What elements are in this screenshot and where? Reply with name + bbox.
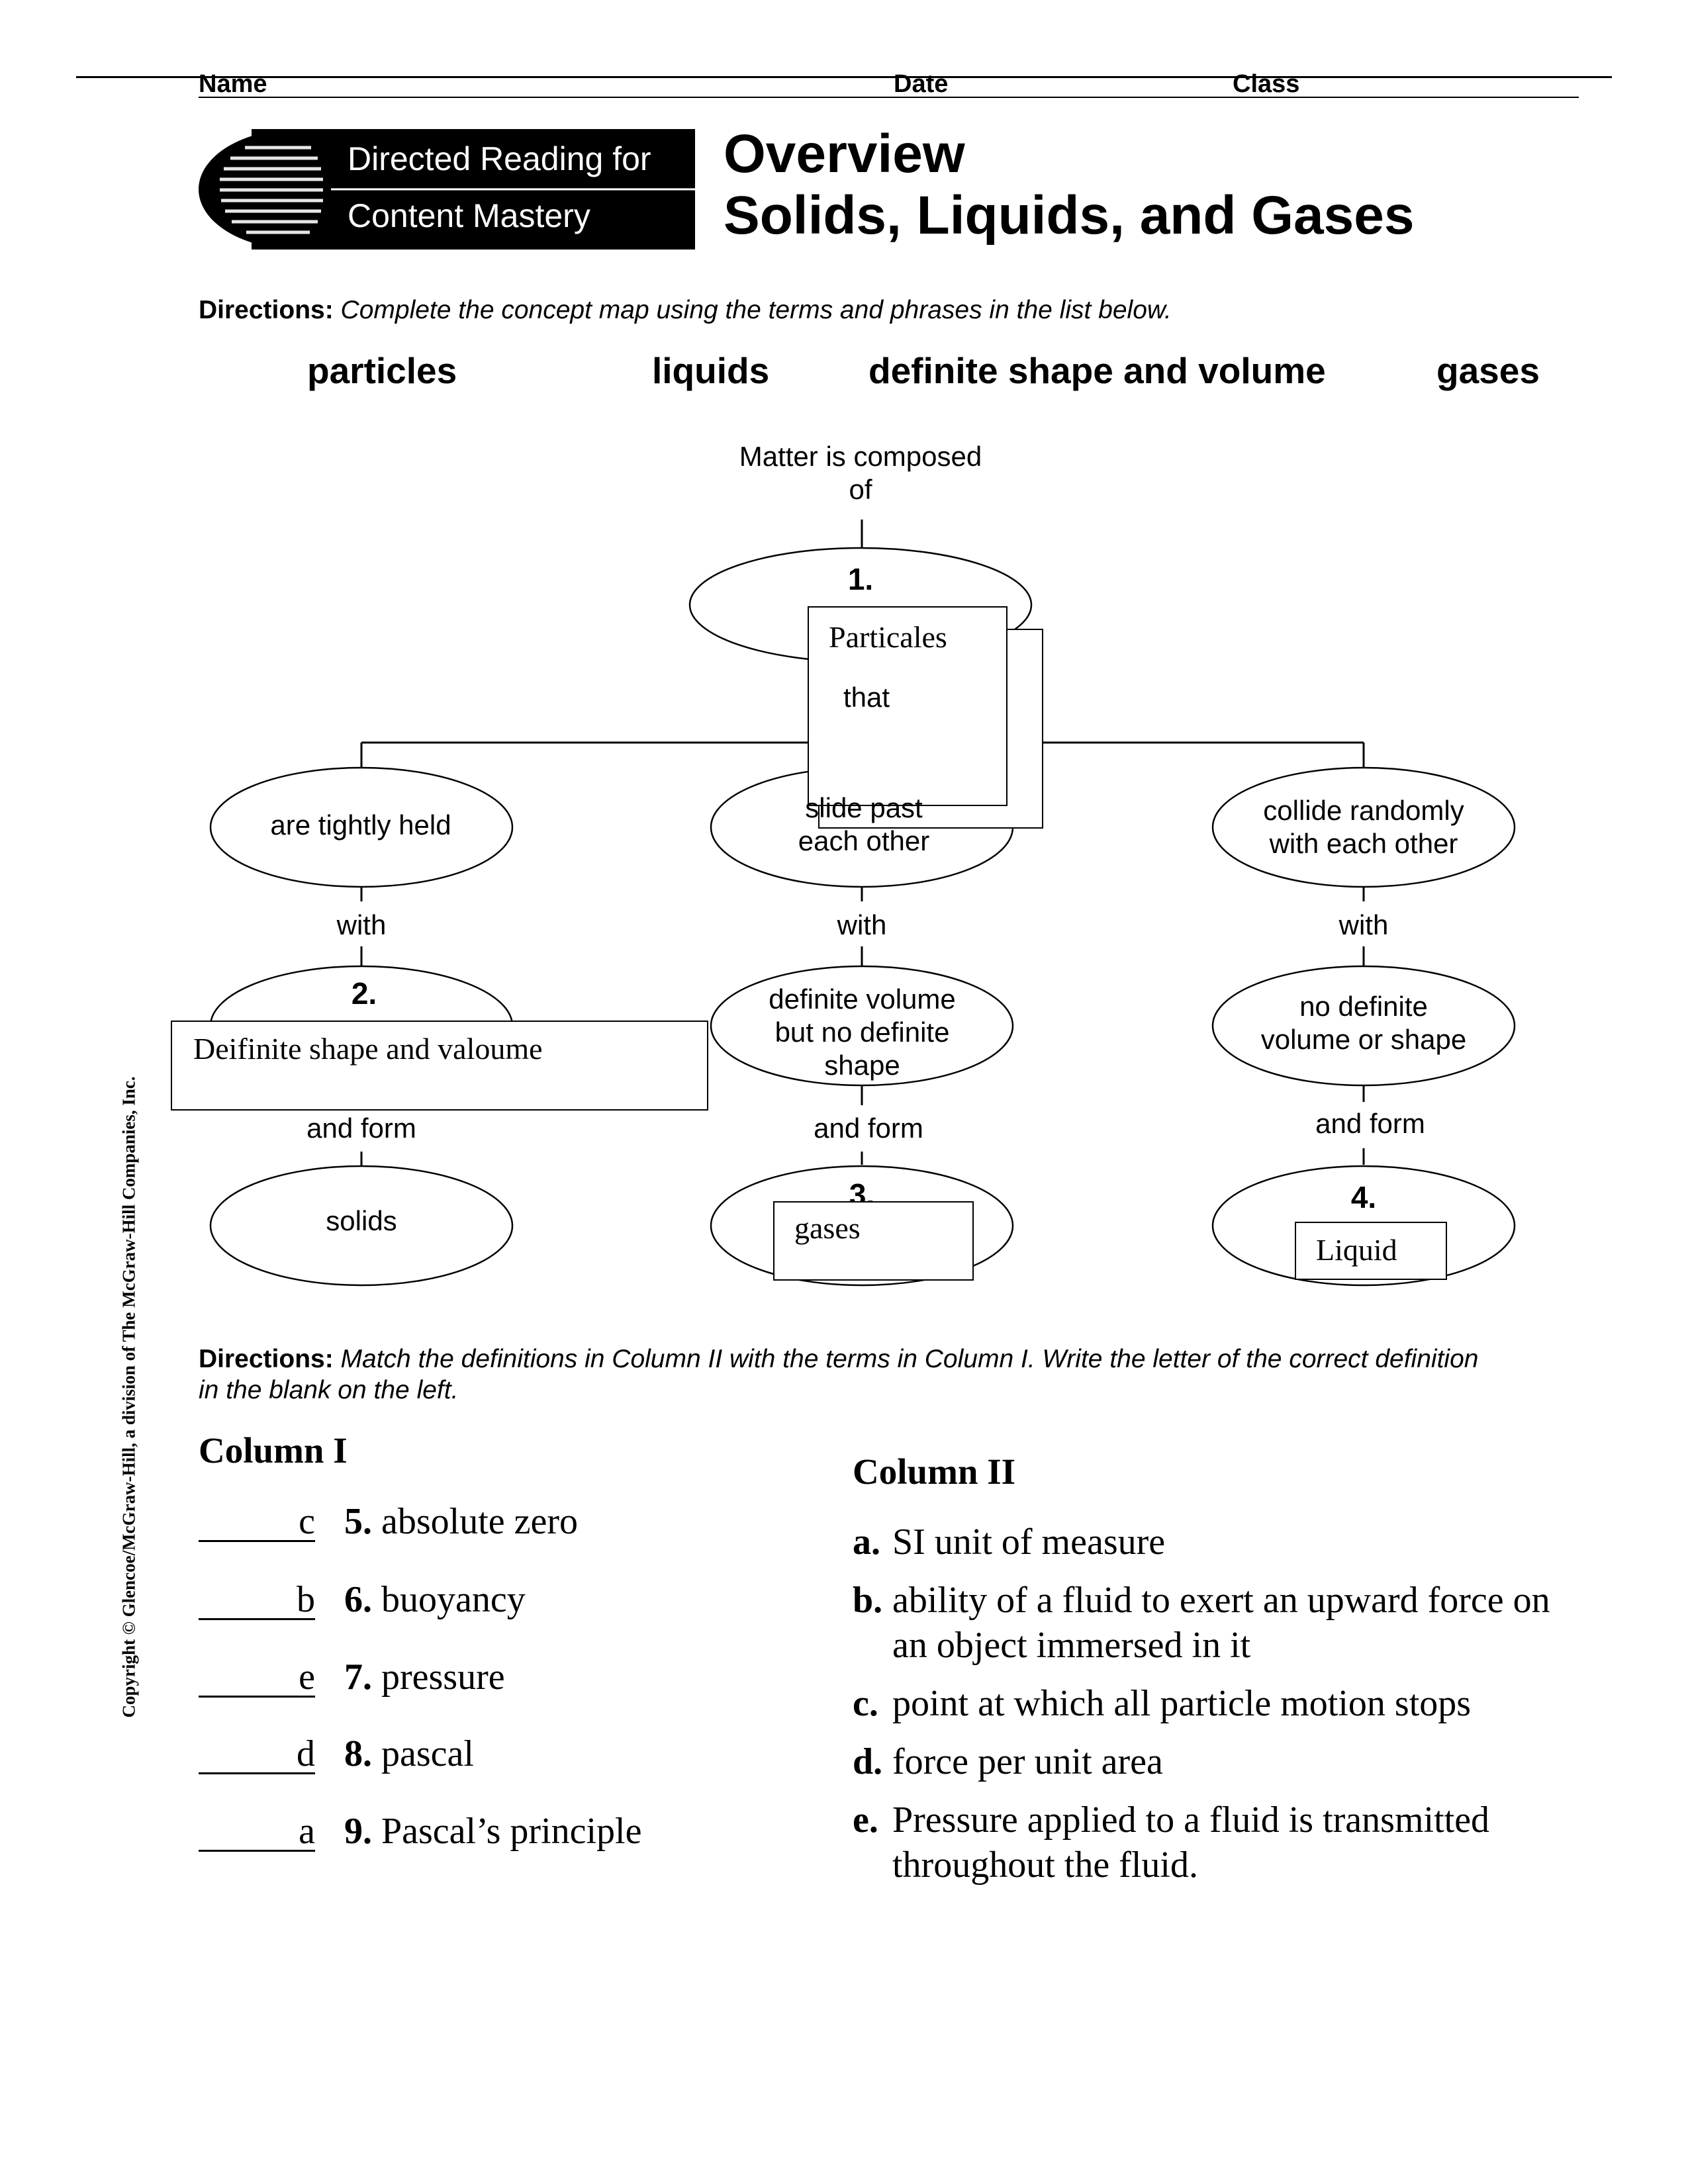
answer-blank[interactable]: e bbox=[199, 1659, 315, 1698]
column1-heading: Column I bbox=[199, 1430, 348, 1471]
item-number: 5. bbox=[344, 1501, 372, 1542]
node3-answer-box[interactable]: gases bbox=[773, 1201, 974, 1281]
directed-reading-logo: Directed Reading for Content Mastery bbox=[199, 129, 695, 250]
match-row: c 5. absolute zero bbox=[199, 1500, 578, 1543]
definition-letter: c. bbox=[853, 1683, 878, 1724]
definition-text: point at which all particle motion stops bbox=[892, 1683, 1472, 1724]
directions-matching: Directions: Match the definitions in Col… bbox=[199, 1343, 1489, 1406]
class-label: Class bbox=[1233, 70, 1300, 98]
top-rule bbox=[76, 76, 1612, 78]
motion-solid-ellipse bbox=[209, 766, 514, 888]
motion-solid-text: are tightly held bbox=[270, 809, 451, 841]
item-term: absolute zero bbox=[381, 1501, 578, 1542]
definition-item: d. force per unit area bbox=[853, 1739, 1594, 1784]
node2-number: 2. bbox=[351, 976, 377, 1011]
answer-blank[interactable]: b bbox=[199, 1581, 315, 1620]
property-gas-text: no definite volume or shape bbox=[1260, 991, 1467, 1055]
property-liquid-ellipse bbox=[710, 965, 1014, 1087]
header-rule bbox=[199, 97, 1579, 98]
definition-text: force per unit area bbox=[892, 1741, 1163, 1782]
column2-heading: Column II bbox=[853, 1451, 1016, 1492]
directions-text: Complete the concept map using the terms… bbox=[340, 296, 1172, 324]
node1-answer-box[interactable]: Particales that bbox=[808, 606, 1008, 806]
definition-letter: b. bbox=[853, 1580, 883, 1621]
definition-item: a. SI unit of measure bbox=[853, 1520, 1594, 1565]
node4-number: 4. bbox=[1350, 1180, 1377, 1214]
title-overview: Overview bbox=[724, 124, 965, 184]
definition-text: ability of a fluid to exert an upward fo… bbox=[892, 1580, 1550, 1666]
node1-answer-line2: that bbox=[843, 682, 890, 713]
definition-text: Pressure applied to a fluid is transmitt… bbox=[892, 1799, 1490, 1886]
and-form-label: and form bbox=[306, 1113, 416, 1144]
directions-concept-map: Directions: Complete the concept map usi… bbox=[199, 295, 1489, 326]
item-number: 8. bbox=[344, 1733, 372, 1774]
motion-gas-ellipse bbox=[1211, 766, 1516, 888]
word-bank-item: liquids bbox=[652, 350, 770, 391]
node1-answer-line1: Particales bbox=[829, 620, 947, 654]
node3-answer: gases bbox=[794, 1211, 861, 1245]
answer-blank[interactable]: c bbox=[199, 1503, 315, 1542]
item-term: pascal bbox=[381, 1733, 474, 1774]
name-label: Name bbox=[199, 70, 267, 98]
directions-label: Directions: bbox=[199, 296, 334, 324]
answer-blank[interactable]: a bbox=[199, 1813, 315, 1852]
node4-answer: Liquid bbox=[1316, 1233, 1397, 1267]
item-term: Pascal’s principle bbox=[381, 1811, 642, 1852]
node2-answer: Deifinite shape and valoume bbox=[193, 1032, 543, 1066]
item-number: 6. bbox=[344, 1579, 372, 1620]
definition-letter: e. bbox=[853, 1799, 878, 1841]
property-gas-ellipse bbox=[1211, 965, 1516, 1087]
and-form-label: and form bbox=[1315, 1108, 1425, 1139]
definition-item: e. Pressure applied to a fluid is transm… bbox=[853, 1797, 1594, 1888]
node2-answer-box[interactable]: Deifinite shape and valoume bbox=[171, 1021, 708, 1111]
motion-liquid-text: slide past each other bbox=[798, 792, 930, 856]
with-label: with bbox=[837, 909, 887, 940]
directions-text: Match the definitions in Column II with … bbox=[199, 1345, 1479, 1404]
with-label: with bbox=[336, 909, 387, 940]
match-row: d 8. pascal bbox=[199, 1733, 474, 1775]
definition-letter: a. bbox=[853, 1522, 880, 1563]
motion-gas-text: collide randomly with each other bbox=[1263, 795, 1464, 859]
definition-text: SI unit of measure bbox=[892, 1522, 1166, 1563]
date-label: Date bbox=[894, 70, 949, 98]
definition-item: c. point at which all particle motion st… bbox=[853, 1681, 1594, 1726]
definition-item: b. ability of a fluid to exert an upward… bbox=[853, 1578, 1594, 1668]
node1-number: 1. bbox=[847, 562, 874, 596]
node4-answer-box[interactable]: Liquid bbox=[1295, 1222, 1447, 1280]
title-topic: Solids, Liquids, and Gases bbox=[724, 185, 1415, 246]
state-solid-ellipse bbox=[209, 1165, 514, 1287]
item-number: 7. bbox=[344, 1657, 372, 1698]
with-label: with bbox=[1338, 909, 1389, 940]
property-liquid-text: definite volume but no definite shape bbox=[769, 983, 956, 1081]
logo-line2: Content Mastery bbox=[348, 197, 590, 234]
copyright-notice: Copyright © Glencoe/McGraw-Hill, a divis… bbox=[118, 1076, 139, 1718]
word-bank-item: gases bbox=[1436, 350, 1540, 391]
match-row: e 7. pressure bbox=[199, 1656, 505, 1698]
item-number: 9. bbox=[344, 1811, 372, 1852]
word-bank-item: definite shape and volume bbox=[868, 350, 1326, 391]
item-term: buoyancy bbox=[381, 1579, 526, 1620]
state-solid-text: solids bbox=[326, 1205, 397, 1236]
logo-line1: Directed Reading for bbox=[348, 140, 651, 177]
answer-blank[interactable]: d bbox=[199, 1735, 315, 1774]
match-row: a 9. Pascal’s principle bbox=[199, 1810, 641, 1852]
word-bank-item: particles bbox=[307, 350, 457, 391]
match-row: b 6. buoyancy bbox=[199, 1578, 526, 1621]
root-text: Matter is composed of bbox=[739, 441, 982, 505]
item-term: pressure bbox=[381, 1657, 505, 1698]
and-form-label: and form bbox=[814, 1113, 923, 1144]
directions-label: Directions: bbox=[199, 1345, 334, 1373]
definition-letter: d. bbox=[853, 1741, 883, 1782]
